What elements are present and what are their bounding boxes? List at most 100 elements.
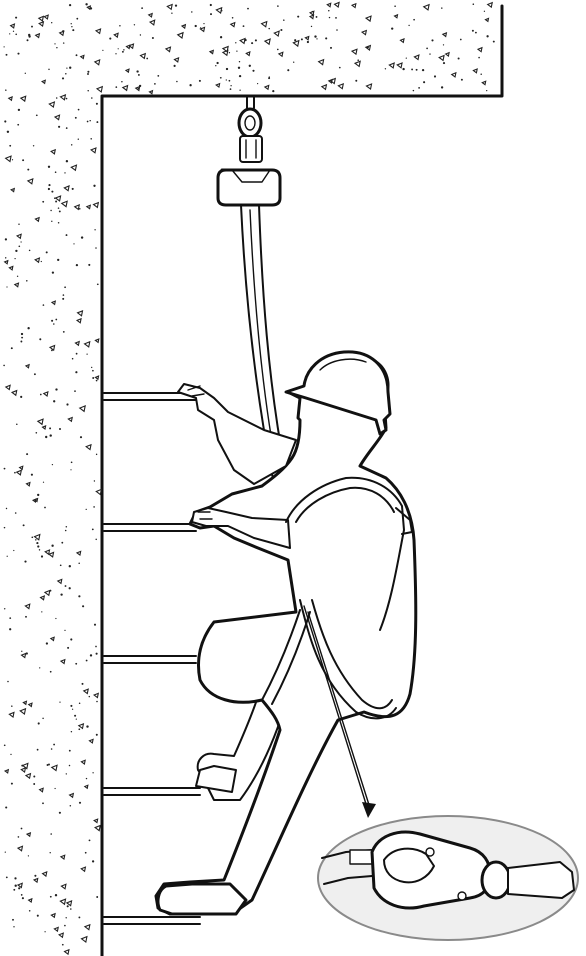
concrete-aggregate <box>49 552 53 556</box>
concrete-speck <box>20 241 21 242</box>
concrete-speck <box>367 46 369 48</box>
concrete-speck <box>34 373 36 375</box>
concrete-aggregate <box>34 878 38 882</box>
concrete-aggregate <box>43 872 47 876</box>
concrete-aggregate <box>79 724 84 729</box>
concrete-speck <box>280 29 282 31</box>
concrete-speck <box>96 454 97 455</box>
anchor-eye <box>247 96 254 108</box>
concrete-speck <box>52 464 53 465</box>
concrete-speck <box>121 81 122 82</box>
concrete-speck <box>277 5 279 7</box>
concrete-speck <box>86 509 87 510</box>
concrete-speck <box>62 298 64 300</box>
concrete-speck <box>64 925 66 927</box>
concrete-speck <box>33 783 35 785</box>
concrete-speck <box>199 80 201 82</box>
concrete-aggregate <box>85 785 88 788</box>
concrete-speck <box>50 434 52 436</box>
concrete-aggregate <box>21 96 26 101</box>
concrete-speck <box>50 671 52 673</box>
concrete-speck <box>82 683 84 685</box>
concrete-speck <box>85 852 87 854</box>
concrete-speck <box>249 65 251 67</box>
concrete-speck <box>355 80 357 82</box>
concrete-speck <box>70 705 72 707</box>
concrete-speck <box>66 127 68 129</box>
concrete-aggregate <box>60 899 65 904</box>
concrete-speck <box>75 117 77 119</box>
concrete-aggregate <box>223 50 228 55</box>
concrete-aggregate <box>85 342 90 347</box>
concrete-speck <box>86 660 88 662</box>
concrete-speck <box>484 11 485 12</box>
concrete-speck <box>431 39 433 41</box>
concrete-aggregate <box>52 301 55 304</box>
concrete-aggregate <box>439 56 444 61</box>
concrete-aggregate <box>397 63 402 68</box>
concrete-aggregate <box>44 392 48 396</box>
concrete-aggregate <box>174 58 178 62</box>
concrete-aggregate <box>77 551 81 555</box>
concrete-aggregate <box>95 826 100 831</box>
concrete-speck <box>25 73 26 74</box>
concrete-aggregate <box>240 39 245 44</box>
concrete-speck <box>66 98 68 100</box>
concrete-speck <box>95 539 96 540</box>
concrete-speck <box>7 131 9 133</box>
concrete-aggregate <box>5 770 8 773</box>
concrete-speck <box>36 114 38 116</box>
concrete-speck <box>79 703 81 705</box>
concrete-speck <box>325 37 327 39</box>
concrete-speck <box>422 69 424 71</box>
ladder-rungs <box>104 393 200 924</box>
concrete-speck <box>441 7 442 8</box>
concrete-aggregate <box>319 60 324 65</box>
concrete-speck <box>5 89 7 91</box>
concrete-speck <box>15 885 17 887</box>
concrete-aggregate <box>322 85 327 90</box>
concrete-speck <box>50 852 51 853</box>
concrete-speck <box>37 749 39 751</box>
concrete-speck <box>76 264 78 266</box>
ladder-rung <box>104 788 200 795</box>
swivel-connector <box>240 136 262 162</box>
concrete-speck <box>13 926 14 927</box>
concrete-aggregate <box>310 11 314 15</box>
concrete-speck <box>61 542 63 544</box>
concrete-speck <box>72 709 73 710</box>
concrete-aggregate <box>352 4 356 8</box>
concrete-speck <box>329 17 330 18</box>
concrete-speck <box>272 90 274 92</box>
concrete-aggregate <box>12 391 17 396</box>
concrete-speck <box>443 62 445 64</box>
concrete-speck <box>146 58 148 60</box>
concrete-aggregate <box>86 445 91 450</box>
concrete-speck <box>50 833 52 835</box>
concrete-aggregate <box>70 793 74 797</box>
concrete-aggregate <box>39 22 43 26</box>
concrete-speck <box>96 121 98 123</box>
concrete-speck <box>6 54 8 56</box>
concrete-speck <box>58 207 60 209</box>
concrete-speck <box>283 19 285 21</box>
concrete-aggregate <box>44 15 48 19</box>
concrete-speck <box>18 109 20 111</box>
concrete-speck <box>429 53 430 54</box>
concrete-speck <box>12 159 13 160</box>
concrete-speck <box>413 90 414 91</box>
concrete-speck <box>138 88 139 89</box>
concrete-speck <box>96 380 98 382</box>
concrete-speck <box>413 19 415 21</box>
concrete-speck <box>71 731 72 732</box>
concrete-speck <box>33 775 35 777</box>
concrete-speck <box>41 555 43 557</box>
concrete-speck <box>65 917 66 918</box>
concrete-aggregate <box>97 87 102 92</box>
concrete-speck <box>91 97 93 99</box>
concrete-aggregate <box>443 33 447 37</box>
concrete-aggregate <box>35 258 39 262</box>
concrete-speck <box>252 70 254 72</box>
concrete-aggregate <box>327 3 330 6</box>
concrete-speck <box>46 642 48 644</box>
